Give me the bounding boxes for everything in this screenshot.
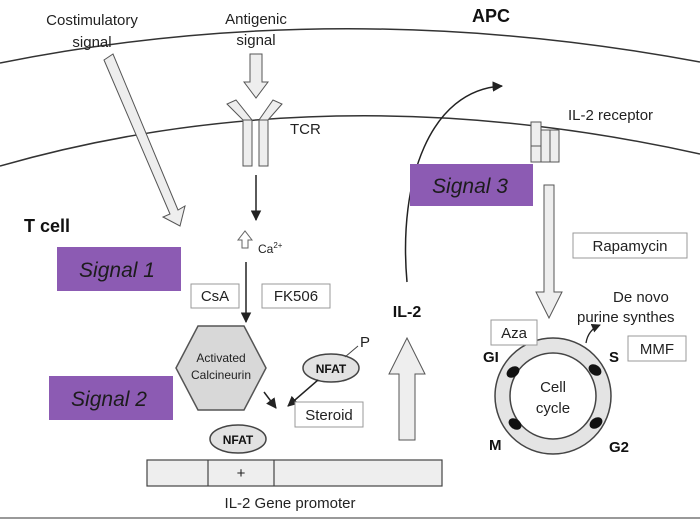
mmf-label: MMF	[640, 341, 674, 358]
il2-production-arrow	[388, 336, 426, 441]
il2-receptor	[530, 121, 560, 163]
nfat-label: NFAT	[223, 433, 254, 447]
phase-g1-label: GI	[483, 349, 499, 366]
phase-s-label: S	[609, 349, 619, 366]
de-novo-label-2: purine synthes	[577, 309, 675, 326]
nfat-steroid-arrow	[287, 379, 319, 407]
calcineurin-nfat-arrow	[263, 391, 277, 409]
il2-receptor-label: IL-2 receptor	[568, 107, 653, 124]
phase-m-label: M	[489, 437, 502, 454]
signal1-label: Signal 1	[79, 259, 155, 282]
rapamycin-label: Rapamycin	[592, 238, 667, 255]
nfat-phos-label: NFAT	[316, 362, 347, 376]
il2-label: IL-2	[393, 304, 422, 321]
fk506-label: FK506	[274, 288, 318, 305]
apc-membrane	[0, 28, 700, 64]
csa-label: CsA	[201, 288, 229, 305]
de-novo-arrow	[585, 323, 601, 344]
antigenic-label: Antigenic	[225, 11, 287, 28]
cell-cycle-label-2: cycle	[536, 400, 570, 417]
costimulatory-arrow	[103, 53, 186, 227]
receptor-cycle-arrow	[535, 184, 563, 320]
aza-box	[490, 319, 538, 346]
promoter-label: IL-2 Gene promoter	[225, 495, 356, 512]
signal2-label: Signal 2	[71, 388, 147, 411]
calcineurin-label-2: Calcineurin	[191, 368, 251, 382]
de-novo-label: De novo	[613, 289, 669, 306]
steroid-box	[294, 401, 364, 428]
costimulatory-label-2: signal	[72, 34, 111, 51]
phase-marker-s	[588, 364, 602, 376]
antigenic-label-2: signal	[236, 32, 275, 49]
tcr-label: TCR	[290, 121, 321, 138]
tcell-membrane	[0, 115, 700, 167]
aza-label: Aza	[501, 325, 528, 342]
cell-cycle-label: Cell	[540, 379, 566, 396]
cell-cycle	[494, 337, 612, 455]
costimulatory-label: Costimulatory	[46, 12, 138, 29]
signal2-box	[49, 376, 173, 420]
phosphate-label: P	[360, 334, 370, 351]
signal3-box	[410, 164, 533, 206]
phase-g2-label: G2	[609, 439, 629, 456]
csa-box	[190, 283, 240, 309]
il2-curve-arrow	[404, 81, 504, 283]
rapamycin-box	[572, 232, 688, 259]
ca-increase-icon	[236, 230, 254, 249]
il2-gene-promoter	[146, 459, 443, 487]
phase-marker-m	[508, 418, 522, 430]
phase-marker-g2	[589, 417, 603, 429]
calcineurin-hexagon	[175, 325, 267, 411]
phosphate-bond	[344, 345, 359, 358]
nfat-oval	[209, 424, 267, 454]
promoter-plus: +	[237, 465, 246, 482]
nfat-phos-oval	[302, 353, 360, 383]
mmf-box	[627, 335, 687, 362]
phase-marker-g1	[506, 366, 520, 378]
fk506-box	[261, 283, 331, 309]
calcineurin-label: Activated	[196, 351, 245, 365]
apc-label: APC	[472, 6, 510, 26]
antigenic-arrow	[243, 53, 269, 99]
steroid-label: Steroid	[305, 407, 353, 424]
signal1-box	[57, 247, 181, 291]
t-cell-label: T cell	[24, 216, 70, 236]
tcr-receptor	[226, 99, 283, 167]
ca-label: Ca2+	[258, 241, 283, 256]
signal3-label: Signal 3	[432, 175, 508, 198]
